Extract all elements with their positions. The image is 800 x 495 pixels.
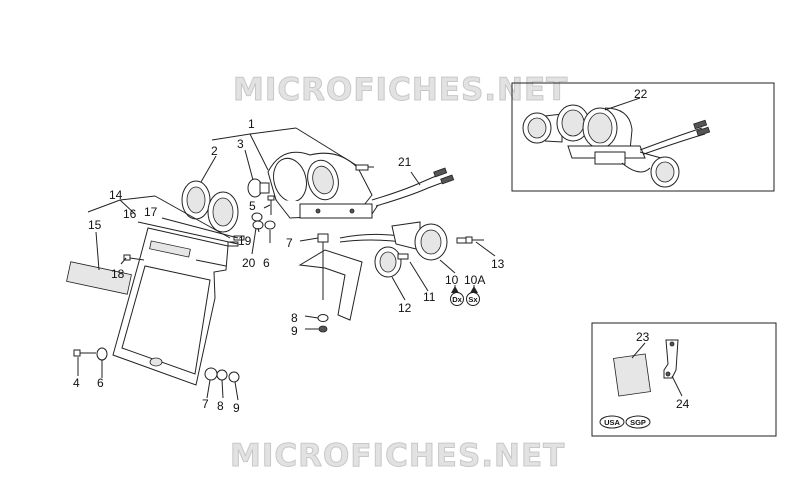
label-part-6-bottom: 6	[97, 376, 104, 390]
label-part-10: 10	[445, 273, 459, 287]
washer-6	[264, 220, 276, 230]
label-part-8: 8	[291, 311, 298, 325]
badge-sx: Sx	[466, 292, 480, 306]
washer-6-bottom	[96, 347, 108, 361]
label-part-16: 16	[123, 207, 137, 221]
rear-light-assembly-22	[522, 104, 711, 188]
reflector-15	[66, 261, 132, 295]
turn-signal-lens-12	[374, 246, 409, 278]
inset-box-22	[511, 82, 775, 192]
turn-signal-10	[391, 221, 468, 261]
label-part-20: 20	[242, 256, 256, 270]
lamp-housing-1	[267, 151, 379, 219]
label-part-9: 9	[291, 324, 298, 338]
washers-19-20	[251, 212, 264, 230]
svg-text:SGP: SGP	[630, 418, 646, 427]
label-part-15: 15	[88, 218, 102, 232]
label-part-19: 19	[238, 234, 252, 248]
label-part-7-bottom: 7	[202, 397, 209, 411]
label-part-17: 17	[144, 205, 158, 219]
screw-5	[267, 195, 275, 215]
lens-2	[181, 180, 239, 233]
svg-text:Sx: Sx	[468, 295, 478, 304]
label-part-8-bottom: 8	[217, 399, 224, 413]
label-part-14: 14	[109, 188, 123, 202]
label-part-18: 18	[111, 267, 125, 281]
screw-4	[73, 349, 96, 357]
part-labels: 1 2 3 4 5 6 6 7 7 8 8 9 9 10 10A 11 12 1…	[73, 87, 690, 415]
label-part-23: 23	[636, 330, 650, 344]
label-part-4: 4	[73, 376, 80, 390]
label-part-24: 24	[676, 397, 690, 411]
watermark-top: MICROFICHES.NET	[233, 72, 568, 108]
screw-13	[465, 236, 484, 244]
reflector-23	[613, 353, 651, 397]
svg-text:Dx: Dx	[452, 295, 462, 304]
inset-box-usa-sgp	[591, 322, 777, 437]
license-plate-holder	[112, 227, 229, 386]
label-part-13: 13	[491, 257, 505, 271]
badge-usa: USA	[599, 415, 625, 429]
svg-text:USA: USA	[604, 418, 620, 427]
label-part-10a: 10A	[464, 273, 485, 287]
watermark-bottom: MICROFICHES.NET	[230, 438, 565, 474]
label-part-5: 5	[249, 199, 256, 213]
badge-dx: Dx	[450, 292, 464, 306]
label-part-22: 22	[634, 87, 648, 101]
leader-lines	[77, 97, 683, 401]
nuts-7-8-9	[204, 367, 240, 383]
label-part-3: 3	[237, 137, 244, 151]
label-part-7: 7	[286, 236, 293, 250]
label-part-1: 1	[248, 117, 255, 131]
bracket-24	[663, 339, 679, 379]
label-part-11: 11	[423, 290, 436, 304]
mounting-bracket	[298, 233, 363, 333]
label-part-2: 2	[211, 144, 218, 158]
label-part-21: 21	[398, 155, 412, 169]
badge-sgp: SGP	[625, 415, 651, 429]
label-part-6: 6	[263, 256, 270, 270]
label-part-12: 12	[398, 301, 412, 315]
screw-part-1	[355, 164, 374, 171]
dx-sx-arrows	[451, 286, 478, 293]
bulb-3	[247, 178, 270, 198]
label-part-9-bottom: 9	[233, 401, 240, 415]
